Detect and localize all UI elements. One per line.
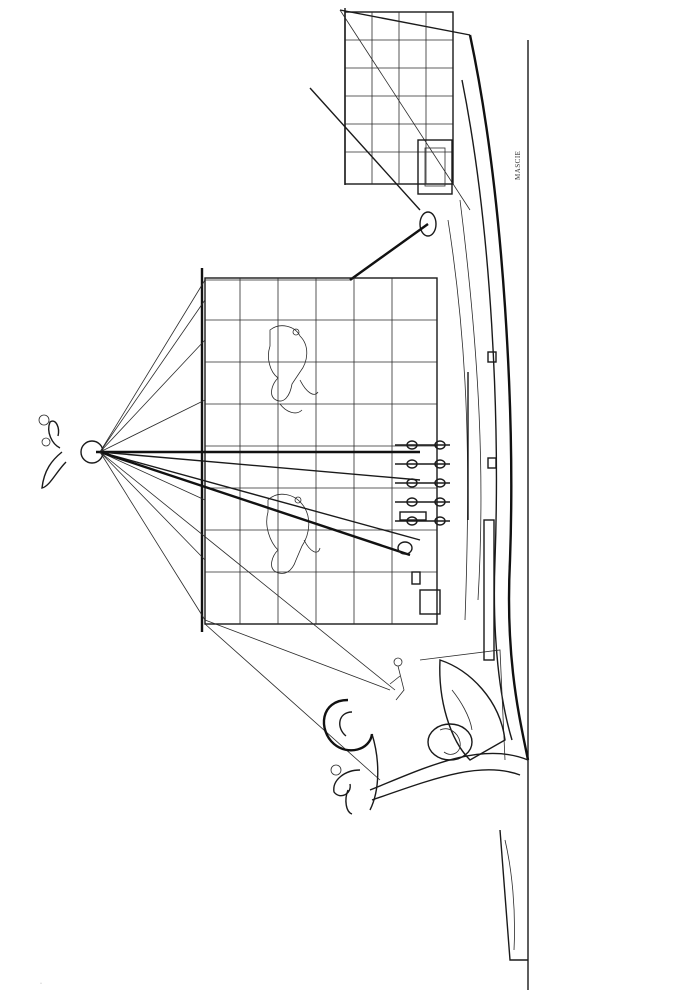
artist-signature: MASCIE (514, 151, 522, 180)
mast (38, 414, 420, 489)
deadeyes (395, 440, 450, 555)
deck-rails (399, 351, 497, 661)
sail-animal-lower (266, 493, 321, 574)
lower-detail (499, 829, 528, 961)
corner-mark: · (40, 981, 42, 987)
stern-sail (309, 9, 471, 211)
sail-animal-upper (268, 325, 319, 414)
stern-cabin (349, 139, 453, 281)
bow-medallion (427, 659, 506, 761)
main-sail (200, 268, 438, 632)
bow-ornament (322, 698, 379, 815)
crew-figure (389, 657, 405, 701)
rigging (99, 279, 421, 781)
